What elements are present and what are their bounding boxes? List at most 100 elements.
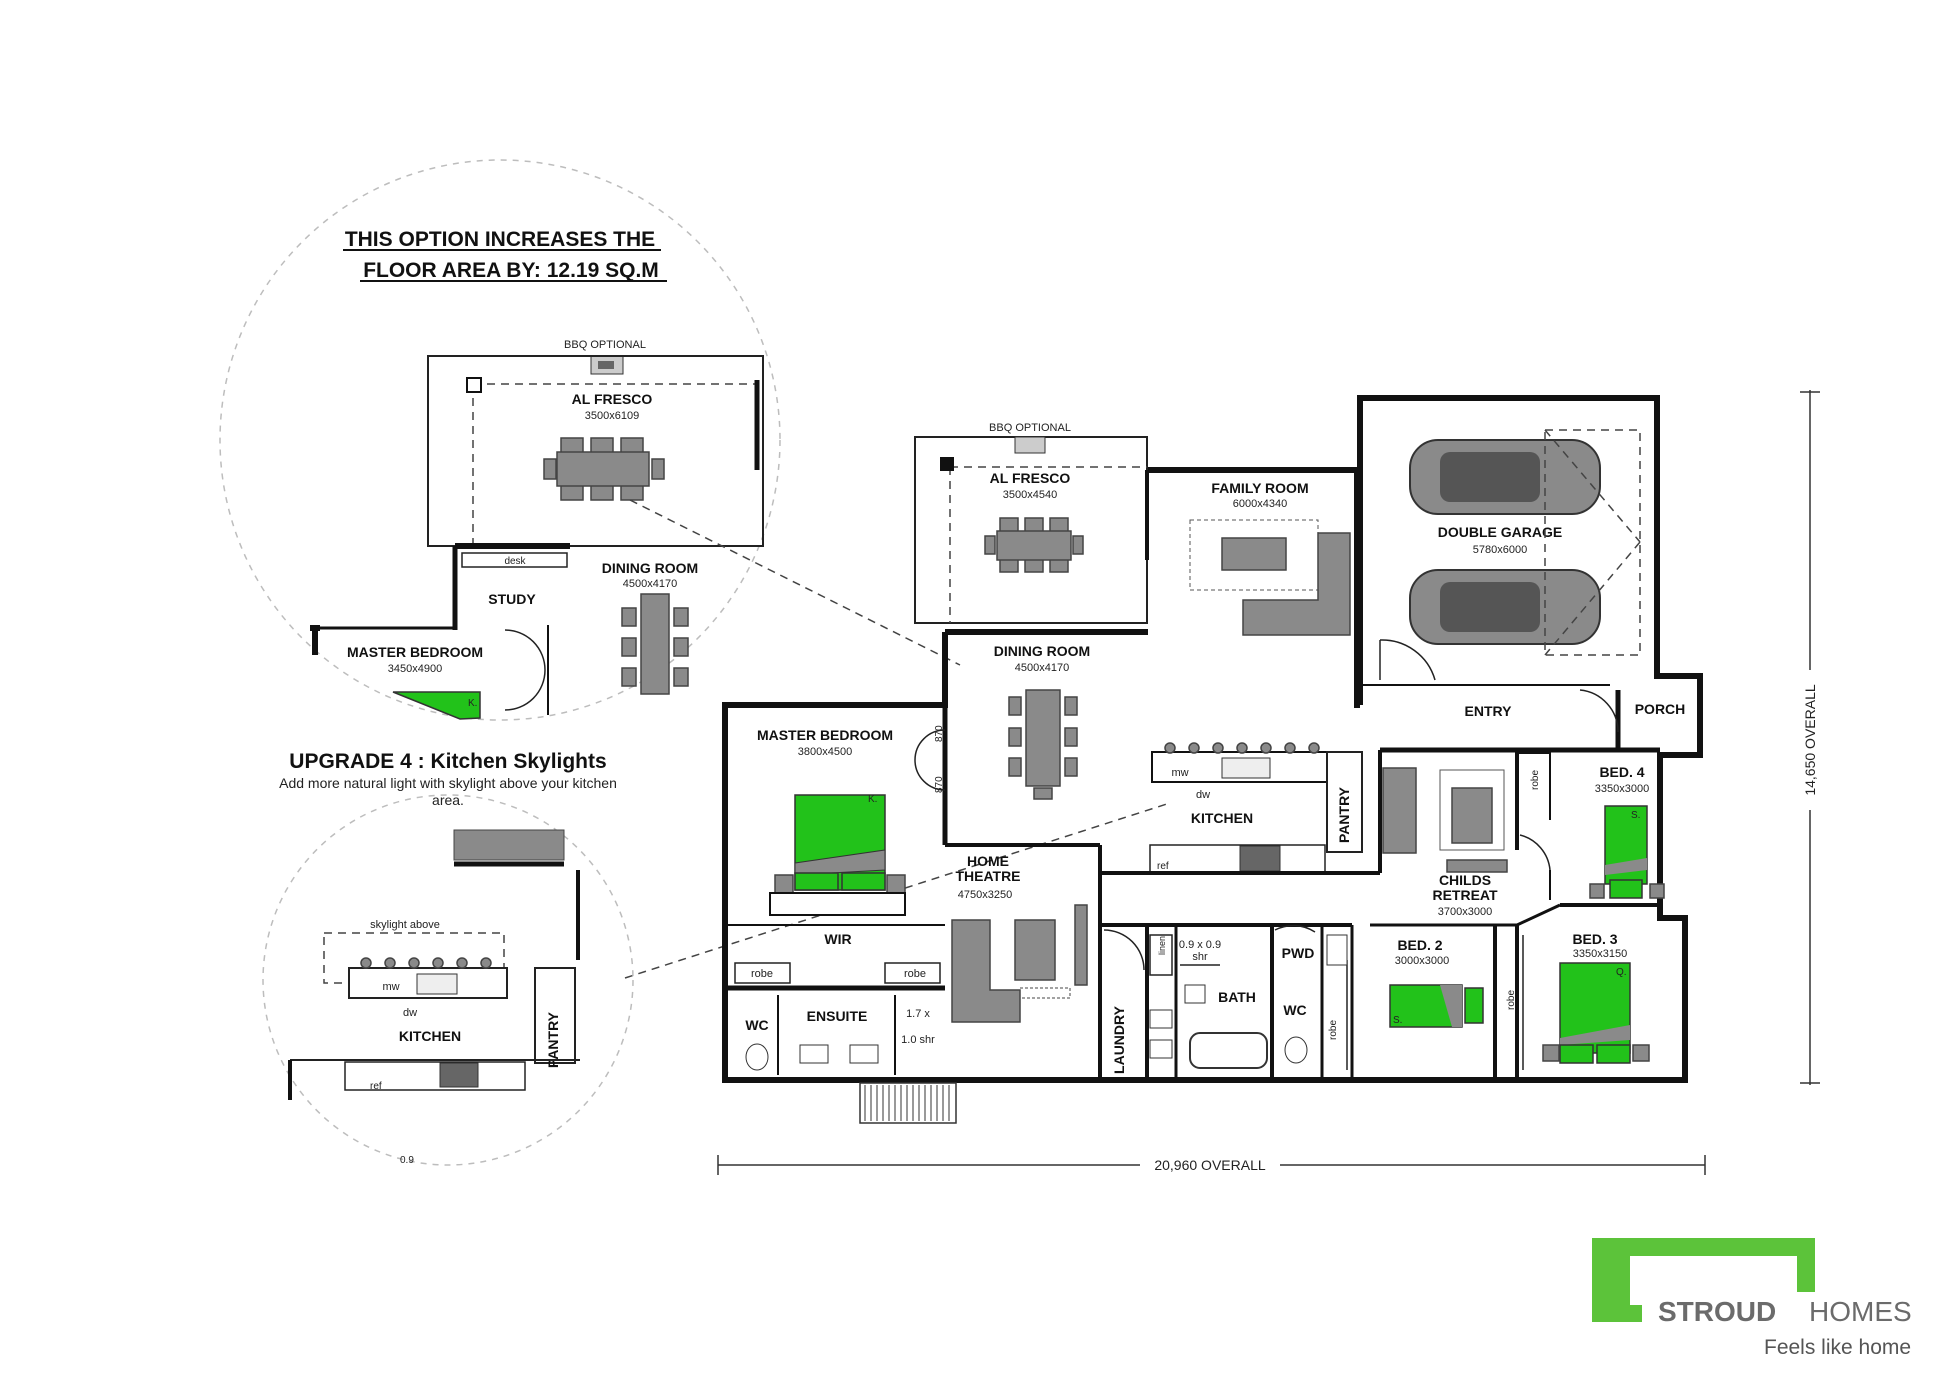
- main-dining-table-icon: [1008, 689, 1078, 800]
- main-robe-2: robe: [904, 968, 926, 980]
- robe-box-2: [884, 962, 941, 984]
- main-ensuite-label: ENSUITE: [807, 1008, 868, 1024]
- main-bed4-letter: S.: [1631, 810, 1640, 821]
- main-bed3-name: BED. 3: [1572, 931, 1617, 947]
- main-theatre-line1: HOME: [967, 853, 1009, 869]
- main-pantry-label: PANTRY: [1336, 786, 1352, 843]
- main-wir-label: WIR: [824, 931, 851, 947]
- inset-study-label: STUDY: [488, 591, 536, 607]
- main-bed3-letter: Q.: [1616, 967, 1627, 978]
- door-width-1: 870: [934, 725, 945, 742]
- brand-tagline: Feels like home: [1764, 1336, 1911, 1359]
- dining-table-icon: [543, 437, 665, 501]
- bbq-grill-icon: [598, 361, 614, 369]
- inset-alfresco-name: AL FRESCO: [572, 391, 653, 407]
- main-bed-letter: K.: [868, 794, 877, 805]
- main-robe-1: robe: [751, 968, 773, 980]
- inset-sofa-shape: [453, 829, 565, 861]
- overall-height-dimension: 14,650 OVERALL: [1800, 390, 1820, 1085]
- main-robe-bed3: robe: [1506, 990, 1517, 1010]
- overall-width-dimension: 20,960 OVERALL: [717, 1155, 1706, 1175]
- main-floor-plan: BBQ OPTIONAL AL FRESCO 3500x4540 FAMILY …: [717, 390, 1820, 1175]
- inset-mw-label: mw: [382, 981, 399, 993]
- inset-circle-bottom: [262, 794, 634, 1166]
- main-bbq-icon: [1014, 436, 1046, 454]
- theatre-sofa-icon: [951, 919, 1021, 1023]
- inset-master-size: 3450x4900: [388, 663, 442, 675]
- inset-bed-icon: [392, 691, 481, 720]
- retreat-table-icon: [1451, 787, 1493, 844]
- inset-partial-label: 0.9: [400, 1155, 414, 1166]
- brand-name-bold: STROUD: [1658, 1296, 1776, 1327]
- basin-icon-2: [849, 1044, 879, 1064]
- main-bed2-size: 3000x3000: [1395, 955, 1449, 967]
- main-theatre-size: 4750x3250: [958, 889, 1012, 901]
- main-ref-label: ref: [1157, 861, 1169, 872]
- main-pantry-box: [1326, 751, 1363, 853]
- main-linen-label: linen: [1157, 936, 1167, 955]
- main-shr-line1: 1.7 x: [906, 1008, 930, 1020]
- toilet-icon-2: [1284, 1036, 1308, 1064]
- desk-shape: [461, 552, 568, 568]
- main-alfresco-table-icon: [984, 517, 1084, 573]
- main-porch-label: PORCH: [1635, 701, 1686, 717]
- entry-steps: [859, 1082, 957, 1124]
- main-childs-line1: CHILDS: [1439, 872, 1491, 888]
- retreat-sofa-icon: [1382, 767, 1417, 854]
- main-bed4-size: 3350x3000: [1595, 783, 1649, 795]
- main-bed2-name: BED. 2: [1397, 937, 1442, 953]
- theatre-table-icon: [1014, 919, 1056, 981]
- inset-alfresco-option: THIS OPTION INCREASES THE FLOOR AREA BY:…: [219, 159, 781, 721]
- inset-bed-letter: K.: [468, 698, 477, 709]
- inset-kitchen-skylights: skylight above mw dw KITCHEN PANTRY ref …: [262, 794, 634, 1166]
- inset-ref-label: ref: [370, 1081, 382, 1092]
- robe-box-1: [734, 962, 791, 984]
- inset-dining-size: 4500x4170: [623, 578, 677, 590]
- main-mw-label: mw: [1171, 767, 1188, 779]
- main-family-size: 6000x4340: [1233, 498, 1287, 510]
- main-alfresco-size: 3500x4540: [1003, 489, 1057, 501]
- main-bed2-letter: S.: [1393, 1015, 1402, 1026]
- main-dining-size: 4500x4170: [1015, 662, 1069, 674]
- main-family-name: FAMILY ROOM: [1211, 480, 1308, 496]
- inset-circle-top: [219, 159, 781, 721]
- main-shr09-line1: 0.9 x 0.9: [1179, 939, 1221, 951]
- inset-bbq-label: BBQ OPTIONAL: [564, 339, 646, 351]
- inset-dining-table-icon: [621, 593, 689, 695]
- main-dining-name: DINING ROOM: [994, 643, 1090, 659]
- overall-width-label: 20,960 OVERALL: [1154, 1157, 1266, 1173]
- bed3-icon: [1542, 962, 1650, 1064]
- main-robe-bed2: robe: [1328, 1020, 1339, 1040]
- upgrade-desc-line2: area.: [432, 792, 464, 808]
- main-pwd-label: PWD: [1282, 945, 1315, 961]
- car-icon-2: [1409, 569, 1601, 645]
- main-bath-label: BATH: [1218, 989, 1256, 1005]
- main-theatre-line2: THEATRE: [955, 868, 1020, 884]
- inset-dw-label: dw: [403, 1007, 417, 1019]
- option-note-line2: FLOOR AREA BY: 12.19 SQ.M: [363, 259, 659, 282]
- car-icon: [1409, 439, 1601, 515]
- main-alfresco-name: AL FRESCO: [990, 470, 1071, 486]
- wardrobe-shape: [769, 892, 906, 916]
- option-note-line1: THIS OPTION INCREASES THE: [345, 228, 655, 251]
- bathtub-icon: [1189, 1032, 1268, 1069]
- tv-unit-icon: [1074, 904, 1088, 986]
- main-bbq-label: BBQ OPTIONAL: [989, 422, 1071, 434]
- inset-pantry-label: PANTRY: [545, 1011, 561, 1068]
- inset-desk-label: desk: [504, 556, 526, 567]
- main-master-bed-icon: [774, 794, 906, 894]
- main-entry-label: ENTRY: [1465, 703, 1513, 719]
- main-kitchen-label: KITCHEN: [1191, 810, 1253, 826]
- main-bed3-size: 3350x3150: [1573, 948, 1627, 960]
- main-wc-2: WC: [1283, 1002, 1306, 1018]
- coffee-table-icon: [1221, 537, 1287, 571]
- inset-pantry-box: [534, 967, 576, 1064]
- main-shr09-line2: shr: [1192, 951, 1208, 963]
- post-icon: [466, 377, 482, 393]
- skylight-label: skylight above: [370, 919, 440, 931]
- main-garage-size: 5780x6000: [1473, 544, 1527, 556]
- upgrade-desc-line1: Add more natural light with skylight abo…: [279, 775, 617, 791]
- inset-dining-name: DINING ROOM: [602, 560, 698, 576]
- family-sofa-icon: [1242, 532, 1351, 636]
